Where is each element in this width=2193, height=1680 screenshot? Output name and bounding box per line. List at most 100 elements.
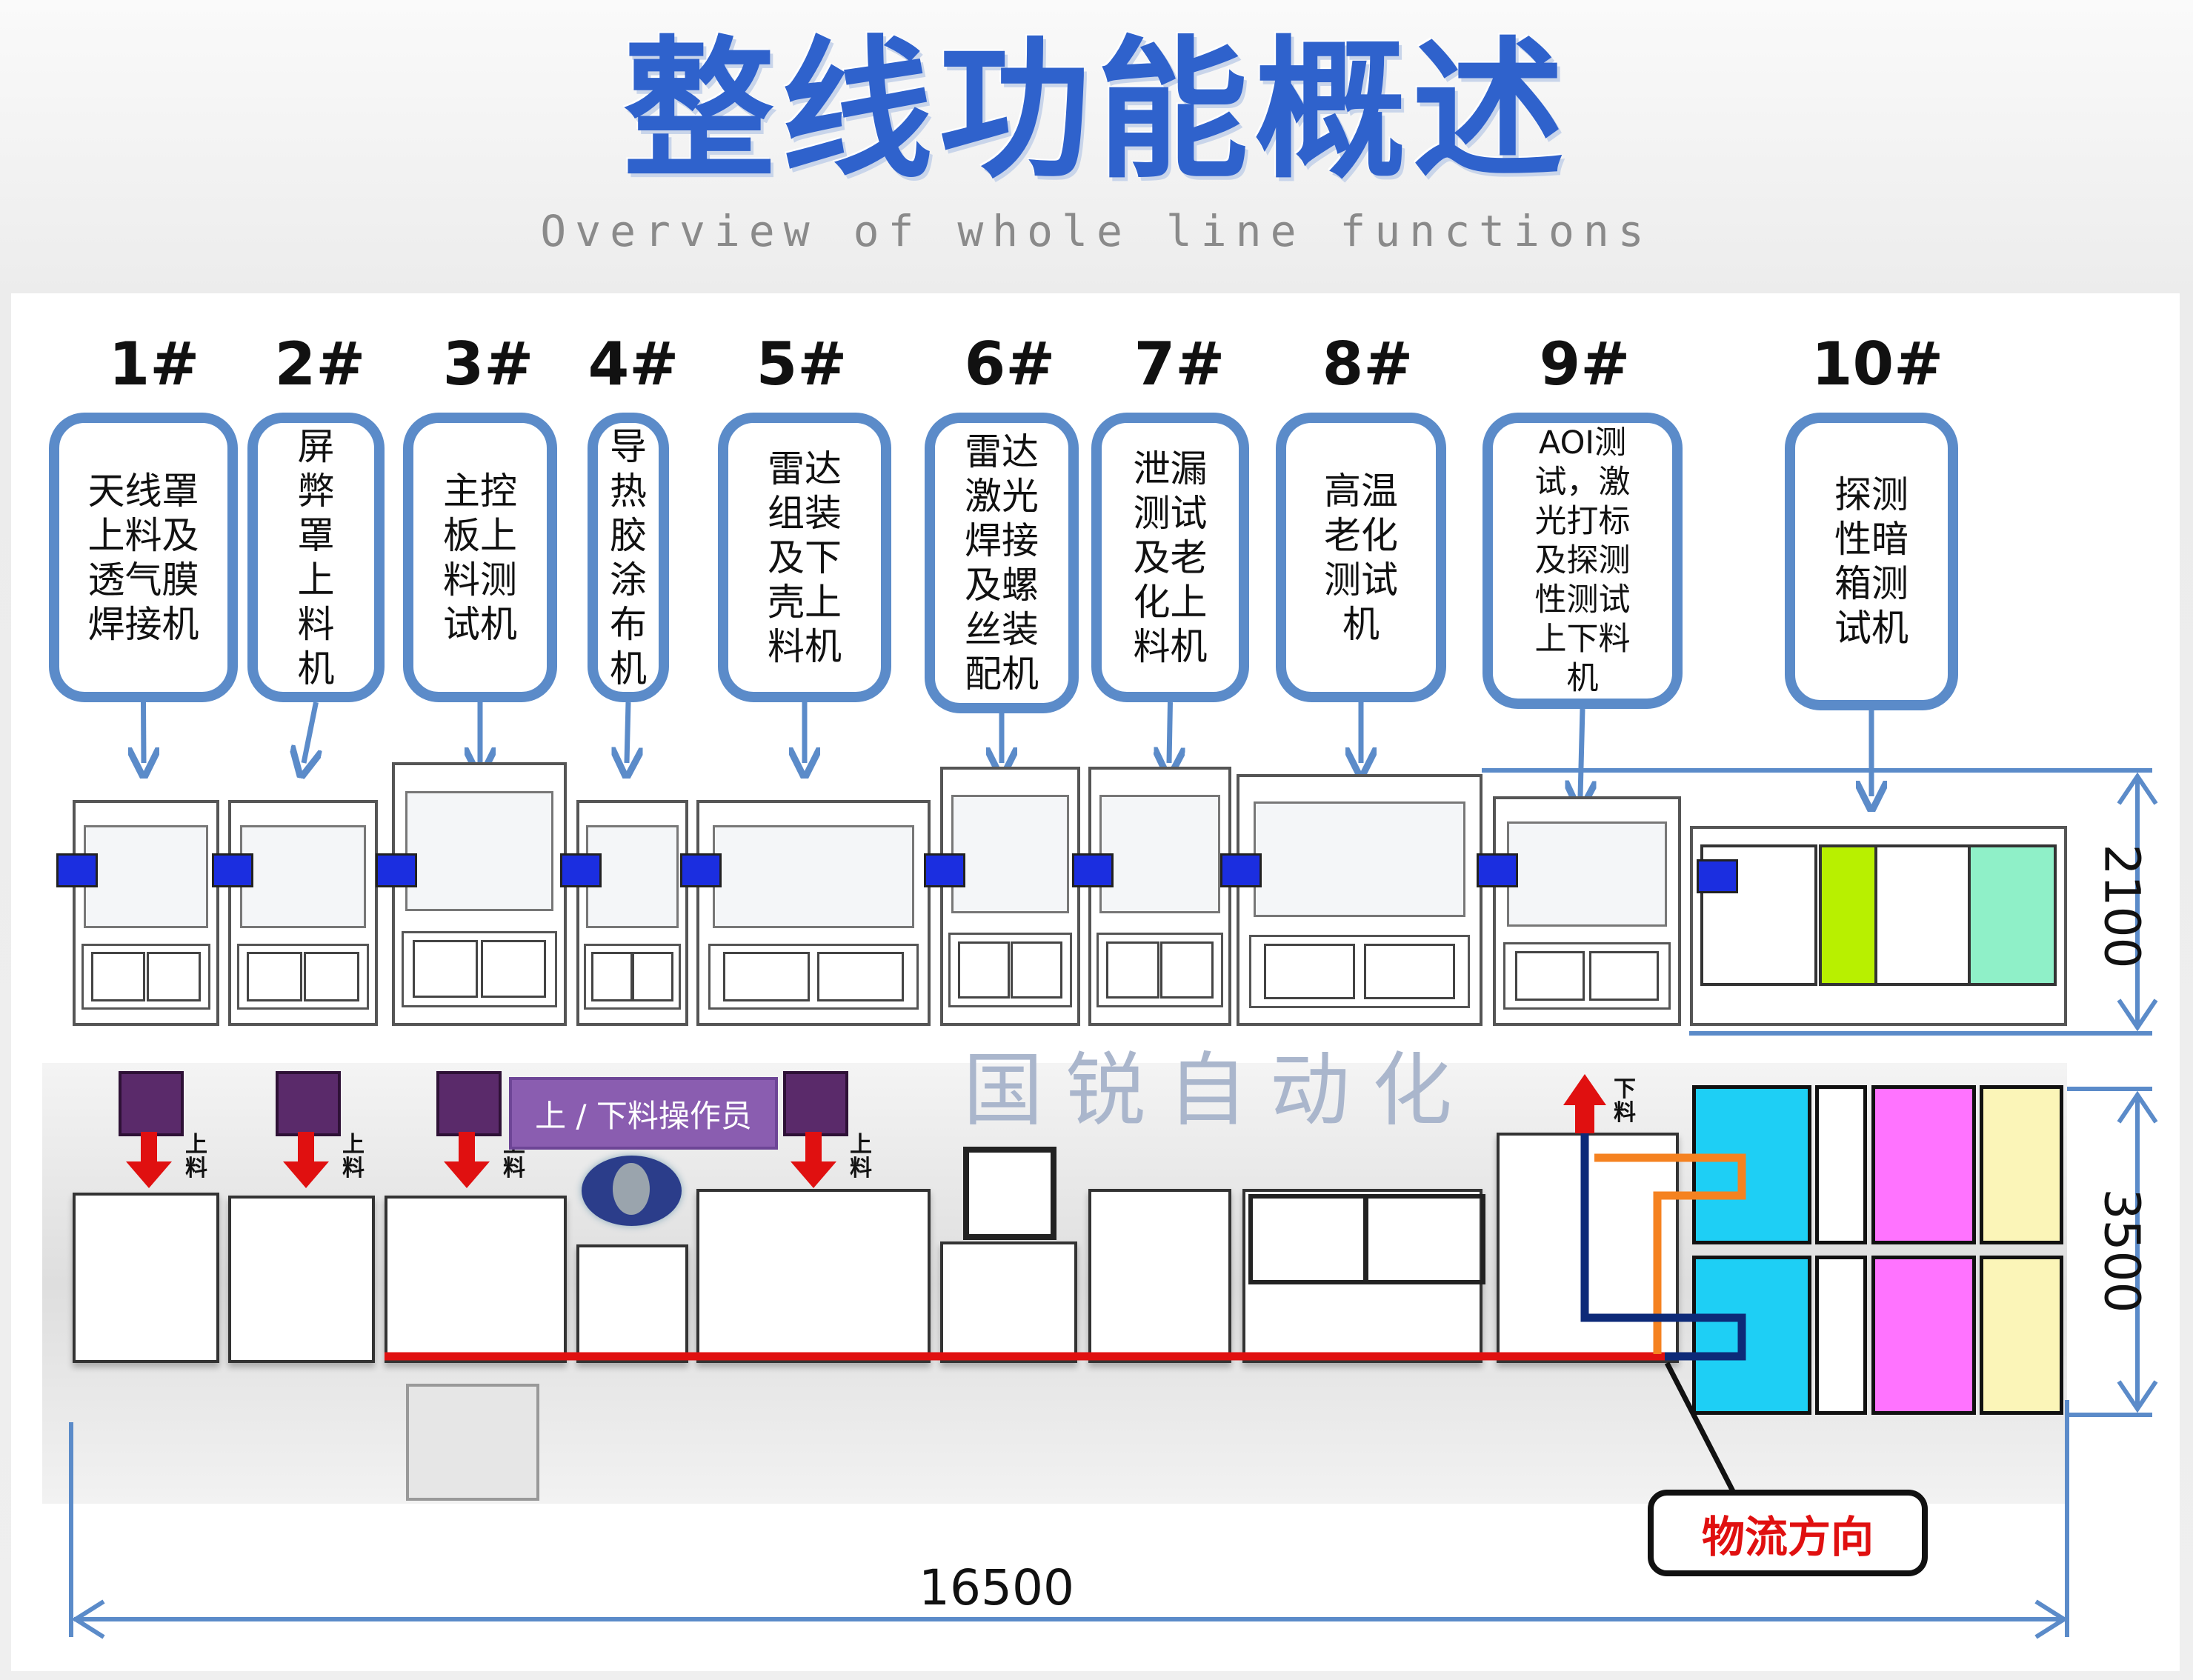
machine-10-section xyxy=(1815,1256,1867,1415)
station-name: 雷达 组装 及下 壳上 料机 xyxy=(768,447,842,668)
machine-front xyxy=(228,800,378,1026)
station-box[interactable]: 主控 板上 料测 试机 xyxy=(403,413,557,702)
monitor-icon xyxy=(212,853,253,887)
page-subtitle: Overview of whole line functions xyxy=(540,206,1653,256)
machine-top-view xyxy=(940,1241,1077,1363)
machine-window xyxy=(1099,795,1220,914)
station-box[interactable]: 高温 老化 测试 机 xyxy=(1276,413,1446,702)
tray-icon xyxy=(963,1147,1056,1240)
material-cart-icon xyxy=(436,1071,502,1136)
machine-top-view xyxy=(1088,1189,1231,1363)
cabinet-door xyxy=(1106,941,1159,999)
cabinet-door xyxy=(1160,941,1214,999)
station-name: 屏 弊 罩 上 料 机 xyxy=(297,424,335,690)
printer-icon xyxy=(406,1384,539,1501)
station-box[interactable]: 导 热 胶 涂 布 机 xyxy=(588,413,669,702)
unload-arrow xyxy=(1563,1074,1606,1133)
machine-10-section xyxy=(1980,1256,2063,1415)
cabinet-door xyxy=(817,952,905,1001)
station-box[interactable]: 泄漏 测试 及老 化上 料机 xyxy=(1091,413,1249,702)
station-name: 高温 老化 测试 机 xyxy=(1324,469,1398,646)
monitor-icon xyxy=(1697,859,1738,893)
machine-front xyxy=(1493,796,1681,1026)
dimension-3500 xyxy=(2067,1087,2158,1417)
watermark: 国锐自动化 xyxy=(963,1044,1475,1137)
machine-front xyxy=(1088,767,1231,1026)
cabinet-door xyxy=(247,952,303,1001)
machine-cabinet xyxy=(948,932,1072,1008)
station-box[interactable]: 探测 性暗 箱测 试机 xyxy=(1785,413,1958,710)
station-name: 探测 性暗 箱测 试机 xyxy=(1834,473,1909,650)
machine-top-view xyxy=(576,1244,688,1363)
cabinet-door xyxy=(146,952,202,1001)
cabinet-door xyxy=(631,952,673,1001)
cabinet-door xyxy=(1264,944,1356,999)
station-box[interactable]: 雷达 激光 焊接 及螺 丝装 配机 xyxy=(925,413,1079,713)
monitor-icon xyxy=(924,853,965,887)
station-name: 天线罩 上料及 透气膜 焊接机 xyxy=(87,469,199,646)
station-name: AOI测 试，激 光打标 及探测 性测试 上下料 机 xyxy=(1534,424,1631,697)
station-name: 导 热 胶 涂 布 机 xyxy=(610,424,647,690)
station-box[interactable]: 屏 弊 罩 上 料 机 xyxy=(247,413,385,702)
station-number: 3# xyxy=(442,330,534,399)
load-arrow-shaft xyxy=(298,1132,314,1163)
machine-front xyxy=(576,800,688,1026)
dimension-2100-label: 2100 xyxy=(2093,844,2151,969)
machine-panel xyxy=(1819,844,1879,987)
orange-flow-path xyxy=(1594,1153,1746,1354)
cabinet-door xyxy=(1363,944,1455,999)
machine-window xyxy=(1506,821,1668,927)
machine-cabinet xyxy=(1503,942,1671,1010)
station-number: 6# xyxy=(964,330,1056,399)
dimension-3500-label: 3500 xyxy=(2093,1188,2151,1313)
load-arrow-head xyxy=(791,1161,836,1188)
machine-panel xyxy=(1967,844,2057,987)
machine-cabinet xyxy=(81,944,211,1010)
machine-front-10 xyxy=(1690,826,2067,1026)
blue-flow-path xyxy=(1580,1133,1746,1361)
machine-top-view xyxy=(73,1193,219,1363)
monitor-icon xyxy=(560,853,602,887)
station-box[interactable]: 天线罩 上料及 透气膜 焊接机 xyxy=(49,413,238,702)
machine-10-section xyxy=(1692,1256,1811,1415)
machine-front xyxy=(1237,774,1482,1026)
station-box[interactable]: 雷达 组装 及下 壳上 料机 xyxy=(718,413,891,702)
cabinet-door xyxy=(413,940,478,999)
machine-panel xyxy=(1874,844,1976,987)
machine-top-pane xyxy=(1363,1194,1485,1284)
machine-cabinet xyxy=(1248,935,1471,1009)
machine-cabinet xyxy=(583,944,682,1010)
machine-front xyxy=(696,800,931,1026)
machine-front xyxy=(73,800,219,1026)
machine-10-section xyxy=(1815,1085,1867,1244)
machine-cabinet xyxy=(402,930,557,1008)
station-number: 2# xyxy=(274,330,366,399)
dimension-16500 xyxy=(69,1400,2069,1639)
machine-window xyxy=(84,824,208,929)
load-label: 上 料 xyxy=(185,1132,207,1181)
machine-top-view xyxy=(1242,1189,1482,1363)
station-name: 主控 板上 料测 试机 xyxy=(443,469,517,646)
station-number: 1# xyxy=(108,330,200,399)
dimension-2100 xyxy=(1482,768,2158,1036)
load-label: 上 料 xyxy=(342,1132,365,1181)
monitor-icon xyxy=(1072,853,1114,887)
machine-10-section xyxy=(1980,1085,2063,1244)
machine-top-view xyxy=(228,1196,375,1363)
operator-figure xyxy=(582,1156,682,1226)
machine-10-section xyxy=(1871,1256,1976,1415)
station-box[interactable]: AOI测 试，激 光打标 及探测 性测试 上下料 机 xyxy=(1482,413,1683,709)
station-number: 9# xyxy=(1539,330,1631,399)
cabinet-door xyxy=(957,941,1011,999)
station-number: 8# xyxy=(1322,330,1414,399)
machine-cabinet xyxy=(708,944,919,1010)
monitor-icon xyxy=(1477,853,1518,887)
monitor-icon xyxy=(680,853,722,887)
machine-top-view xyxy=(385,1196,567,1363)
station-number: 10# xyxy=(1811,330,1944,399)
page-title: 整线功能概述 xyxy=(623,23,1570,199)
cabinet-door xyxy=(1010,941,1063,999)
station-name: 雷达 激光 焊接 及螺 丝装 配机 xyxy=(965,430,1039,696)
machine-window xyxy=(1254,801,1465,917)
